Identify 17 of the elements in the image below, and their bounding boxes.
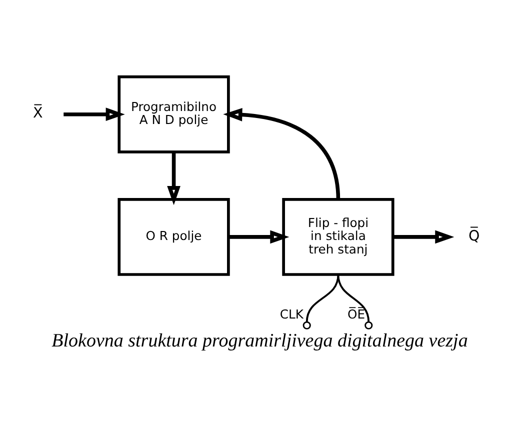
arrow <box>223 108 340 200</box>
node-label: O̅E̅ <box>348 308 366 322</box>
node-box: Flip - flopi in stikala treh stanj <box>282 198 394 276</box>
arrow <box>64 108 125 122</box>
connector <box>337 274 370 322</box>
arrow <box>228 230 290 244</box>
arrow <box>167 152 180 206</box>
node-label: CLK <box>280 308 304 322</box>
node-box: O R polje <box>118 198 230 276</box>
node-circle <box>302 321 311 330</box>
node-text: Q̅ <box>468 228 480 244</box>
node-circle <box>364 321 373 330</box>
arrow <box>392 230 454 244</box>
node-text: X̅ <box>32 106 43 122</box>
node-box: Programibilno A N D polje <box>118 75 230 154</box>
connector <box>306 274 340 322</box>
caption: Blokovna struktura programirljivega digitalnega vezja <box>52 330 468 352</box>
